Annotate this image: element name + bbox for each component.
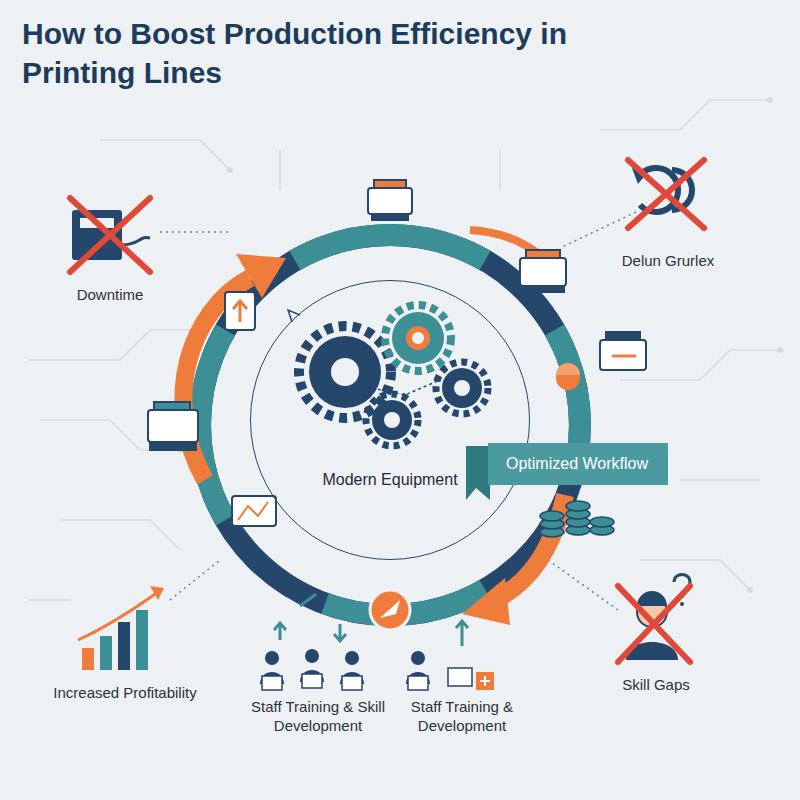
problem-label: Skill Gaps <box>622 676 690 695</box>
training-label: Staff Training & Skill Development <box>243 698 393 736</box>
node-text: Optimized Workflow <box>506 455 650 473</box>
problem-label: Downtime <box>77 286 144 305</box>
benefit-label: Increased Profitability <box>53 684 196 703</box>
problem-label: Delun Grurlex <box>622 252 715 271</box>
training-label: Staff Training & Development <box>395 698 530 736</box>
workflow-banner: Optimized Workflow <box>488 443 668 485</box>
equipment-circle: Modern Equipment <box>250 280 530 560</box>
diagram-title: How to Boost Production Efficiency in Pr… <box>22 14 672 92</box>
